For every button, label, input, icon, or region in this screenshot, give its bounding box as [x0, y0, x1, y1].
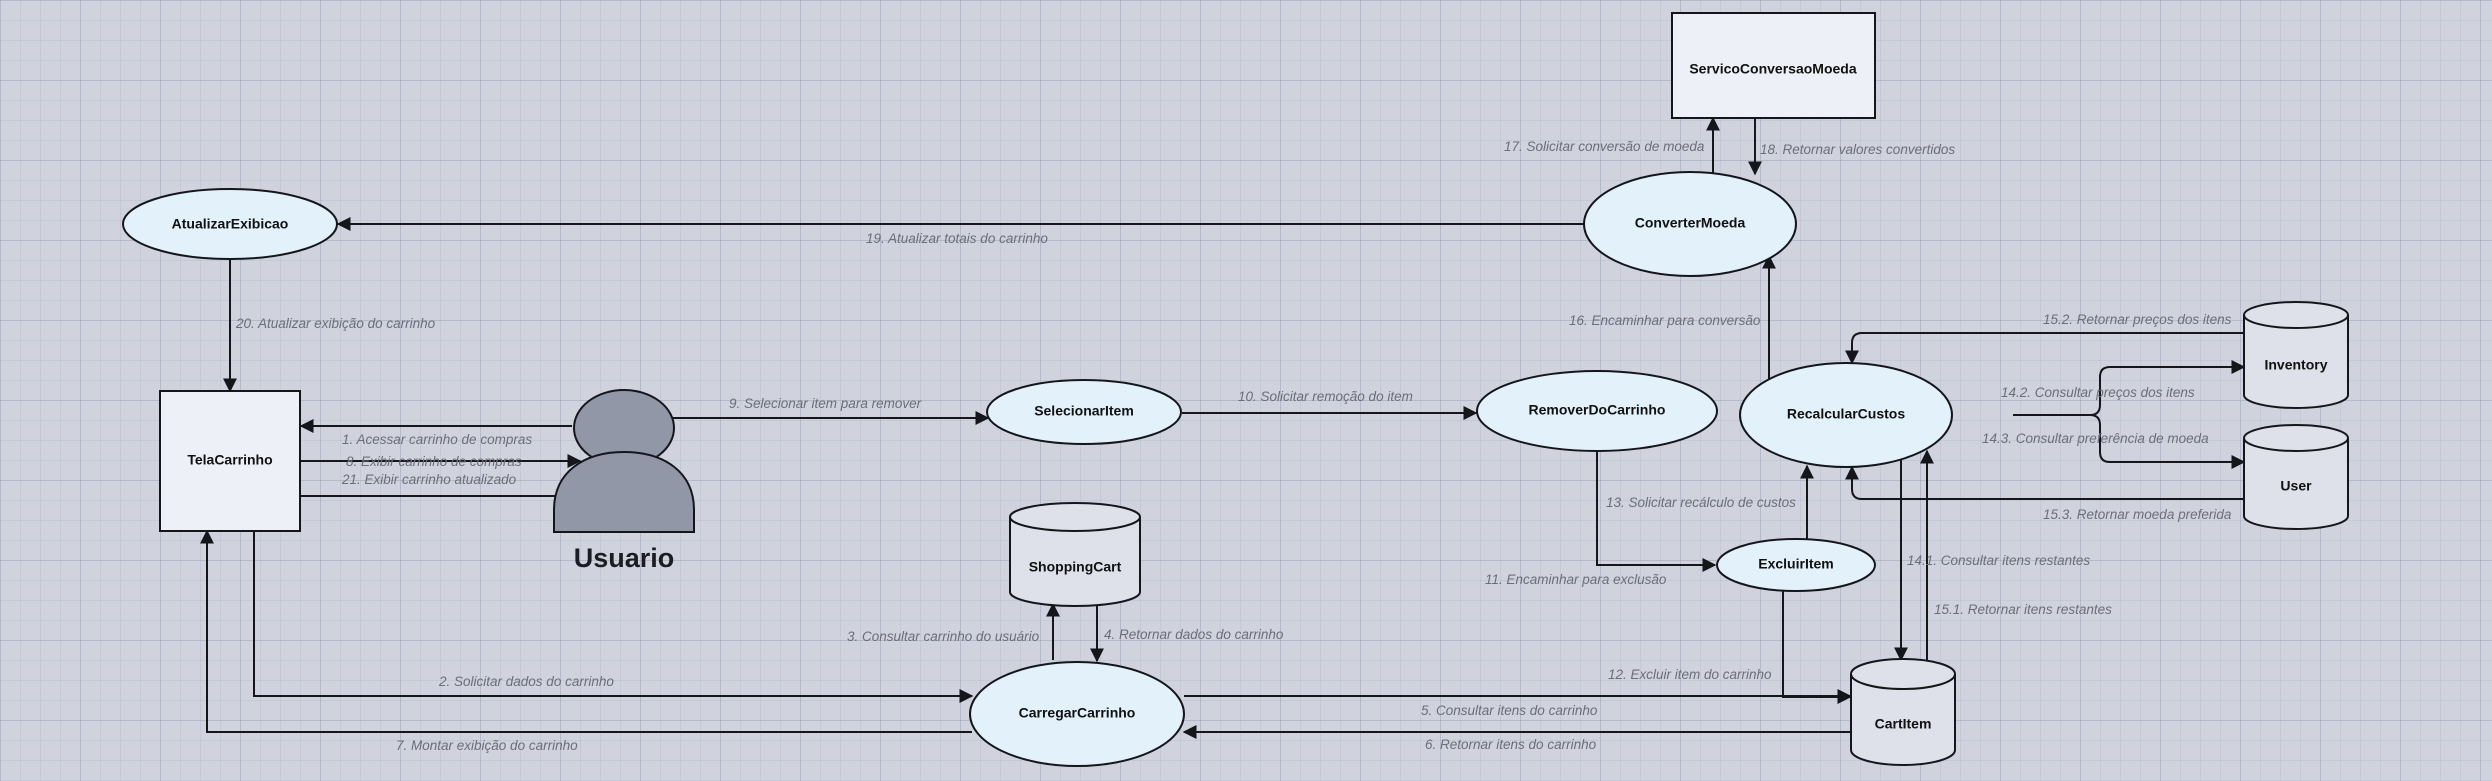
edge-label-2: 2. Solicitar dados do carrinho — [438, 674, 614, 689]
node-label-servico-conversao-moeda: ServicoConversaoMoeda — [1689, 61, 1856, 77]
edge-label-16: 16. Encaminhar para conversão — [1569, 313, 1761, 328]
db-inventory[interactable]: Inventory — [2243, 301, 2349, 409]
edge-label-10: 10. Solicitar remoção do item — [1238, 389, 1413, 404]
db-label-shoppingcart: ShoppingCart — [1029, 559, 1122, 575]
edge-15-3 — [1845, 465, 2244, 500]
node-servico-conversao-moeda[interactable]: ServicoConversaoMoeda — [1671, 12, 1876, 119]
actor-label-usuario: Usuario — [574, 543, 675, 573]
db-label-inventory: Inventory — [2264, 357, 2327, 373]
edge-label-3: 3. Consultar carrinho do usuário — [847, 629, 1040, 644]
node-selecionar-item[interactable]: SelecionarItem — [986, 379, 1182, 445]
db-cartitem[interactable]: CartItem — [1850, 658, 1956, 766]
node-label-recalcular-custos: RecalcularCustos — [1787, 406, 1905, 422]
edge-14-3 — [2013, 414, 2246, 469]
edge-label-4: 4. Retornar dados do carrinho — [1104, 627, 1284, 642]
node-label-converter-moeda: ConverterMoeda — [1635, 215, 1746, 231]
edge-label-13: 13. Solicitar recálculo de custos — [1606, 495, 1796, 510]
node-label-tela-carrinho: TelaCarrinho — [187, 452, 272, 468]
edge-2 — [253, 531, 974, 703]
edge-label-14-3: 14.3. Consultar preferência de moeda — [1982, 431, 2209, 446]
edge-label-8: 8. Exibir carrinho de compras — [346, 454, 522, 469]
edge-label-19: 19. Atualizar totais do carrinho — [866, 231, 1048, 246]
edge-label-15-1: 15.1. Retornar itens restantes — [1934, 602, 2112, 617]
node-label-selecionar-item: SelecionarItem — [1034, 403, 1134, 419]
edge-label-7: 7. Montar exibição do carrinho — [396, 738, 578, 753]
db-label-user: User — [2280, 478, 2312, 494]
edge-label-15-3: 15.3. Retornar moeda preferida — [2043, 507, 2232, 522]
edge-label-1: 1. Acessar carrinho de compras — [342, 432, 532, 447]
node-label-atualizar-exibicao: AtualizarExibicao — [172, 216, 289, 232]
db-shoppingcart[interactable]: ShoppingCart — [1009, 502, 1141, 607]
edge-label-15-2: 15.2. Retornar preços dos itens — [2043, 312, 2232, 327]
db-user[interactable]: User — [2243, 424, 2349, 530]
edge-label-18: 18. Retornar valores convertidos — [1760, 142, 1955, 157]
node-label-remover-do-carrinho: RemoverDoCarrinho — [1529, 402, 1666, 418]
edge-label-9: 9. Selecionar item para remover — [729, 396, 922, 411]
edge-14-2 — [2013, 360, 2246, 416]
edge-label-21: 21. Exibir carrinho atualizado — [341, 472, 517, 487]
edge-label-11: 11. Encaminhar para exclusão — [1485, 572, 1667, 587]
edge-label-5: 5. Consultar itens do carrinho — [1421, 703, 1598, 718]
actor-usuario[interactable]: Usuario — [553, 389, 695, 573]
node-excluir-item[interactable]: ExcluirItem — [1716, 538, 1876, 592]
actor-body — [553, 450, 695, 533]
edge-label-17: 17. Solicitar conversão de moeda — [1504, 139, 1705, 154]
edge-label-20: 20. Atualizar exibição do carrinho — [235, 316, 436, 331]
edge-label-6: 6. Retornar itens do carrinho — [1425, 737, 1597, 752]
node-atualizar-exibicao[interactable]: AtualizarExibicao — [122, 188, 338, 260]
node-carregar-carrinho[interactable]: CarregarCarrinho — [969, 661, 1185, 767]
edge-label-14-2: 14.2. Consultar preços dos itens — [2001, 385, 2195, 400]
node-tela-carrinho[interactable]: TelaCarrinho — [159, 390, 301, 532]
edge-15-2 — [1845, 332, 2244, 365]
edge-12 — [1782, 591, 1852, 704]
node-label-excluir-item: ExcluirItem — [1758, 556, 1833, 572]
edge-7 — [200, 529, 972, 733]
node-converter-moeda[interactable]: ConverterMoeda — [1583, 171, 1797, 277]
node-recalcular-custos[interactable]: RecalcularCustos — [1739, 362, 1953, 468]
node-label-carregar-carrinho: CarregarCarrinho — [1019, 705, 1136, 721]
edge-label-14-1: 14.1. Consultar itens restantes — [1907, 553, 2090, 568]
db-label-cartitem: CartItem — [1875, 716, 1932, 732]
node-remover-do-carrinho[interactable]: RemoverDoCarrinho — [1476, 370, 1718, 452]
edge-label-12: 12. Excluir item do carrinho — [1608, 667, 1772, 682]
edge-11 — [1596, 452, 1717, 572]
